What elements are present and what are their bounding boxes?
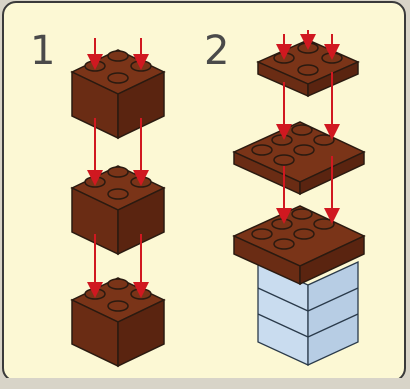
brick-2x2-middle — [70, 165, 166, 256]
plate-2x2-top — [256, 39, 360, 98]
brick-2x4-placed — [232, 205, 366, 286]
blue-base-stack — [257, 260, 359, 367]
background-strip — [0, 378, 410, 389]
step-1-arrows — [87, 38, 149, 298]
brick-2x2-bottom — [70, 277, 166, 368]
step-2-arrows — [276, 30, 340, 224]
plate-2x4-middle — [232, 121, 366, 196]
brick-2x2-top — [70, 49, 166, 140]
step-2-number: 2 — [204, 28, 230, 74]
step-1-number: 1 — [30, 28, 56, 74]
